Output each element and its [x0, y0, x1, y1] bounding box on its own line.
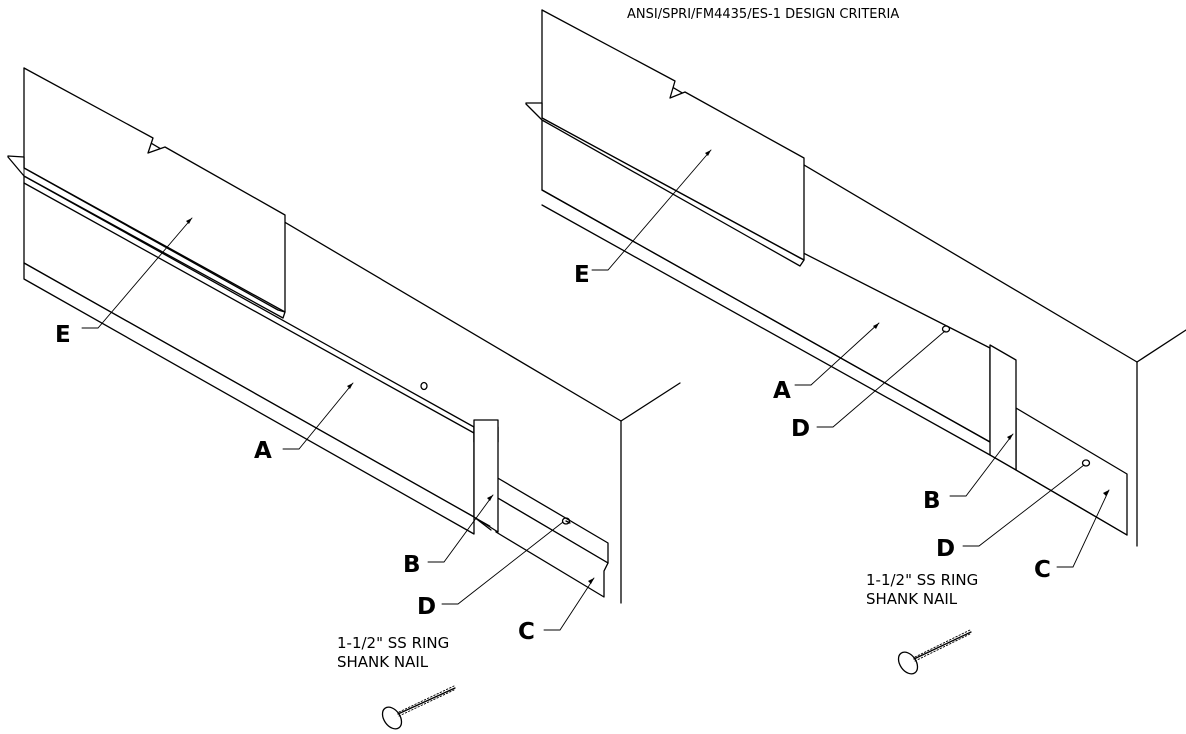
right-nail-note-line-1: 1-1/2" SS RING — [866, 571, 978, 589]
left-splice-plate — [473, 419, 499, 533]
left-nail-note-line-2: SHANK NAIL — [337, 653, 429, 671]
left-label-a: A — [254, 438, 272, 464]
right-ring-shank-nail-icon — [897, 629, 972, 675]
right-fascia-cover — [525, 9, 805, 267]
right-label-a: A — [773, 378, 791, 404]
right-ring-shank-nails-installed — [941, 325, 1091, 467]
left-nail-note-line-1: 1-1/2" SS RING — [337, 634, 449, 652]
left-ring-shank-nail-icon — [381, 685, 456, 730]
left-label-c: C — [518, 619, 535, 645]
left-continuous-cleat — [495, 476, 609, 598]
design-criteria-header: ANSI/SPRI/FM4435/ES-1 DESIGN CRITERIA — [627, 7, 899, 22]
right-nail-note-line-2: SHANK NAIL — [866, 590, 958, 608]
left-leader-lines — [81, 217, 595, 631]
left-ring-shank-nail-installed — [561, 517, 571, 525]
right-label-d-lower: D — [936, 536, 955, 562]
left-detail: E A B D C 1-1/2" SS RING SHANK NAIL — [7, 67, 681, 730]
right-label-b: B — [923, 488, 941, 514]
right-label-c: C — [1034, 557, 1051, 583]
right-detail: E A D B D C 1-1/2" SS RING SHANK NAIL — [525, 9, 1186, 675]
left-label-e: E — [55, 322, 71, 348]
right-edge-metal-panel — [541, 119, 991, 456]
right-leader-lines — [591, 149, 1110, 568]
left-fastener-hole — [420, 381, 428, 391]
right-label-d-upper: D — [791, 416, 810, 442]
right-continuous-cleat — [1015, 407, 1128, 536]
left-label-b: B — [403, 552, 421, 578]
left-label-d: D — [417, 594, 436, 620]
left-fascia-cover — [7, 67, 286, 319]
right-splice-plate — [989, 344, 1017, 471]
right-label-e: E — [574, 262, 590, 288]
